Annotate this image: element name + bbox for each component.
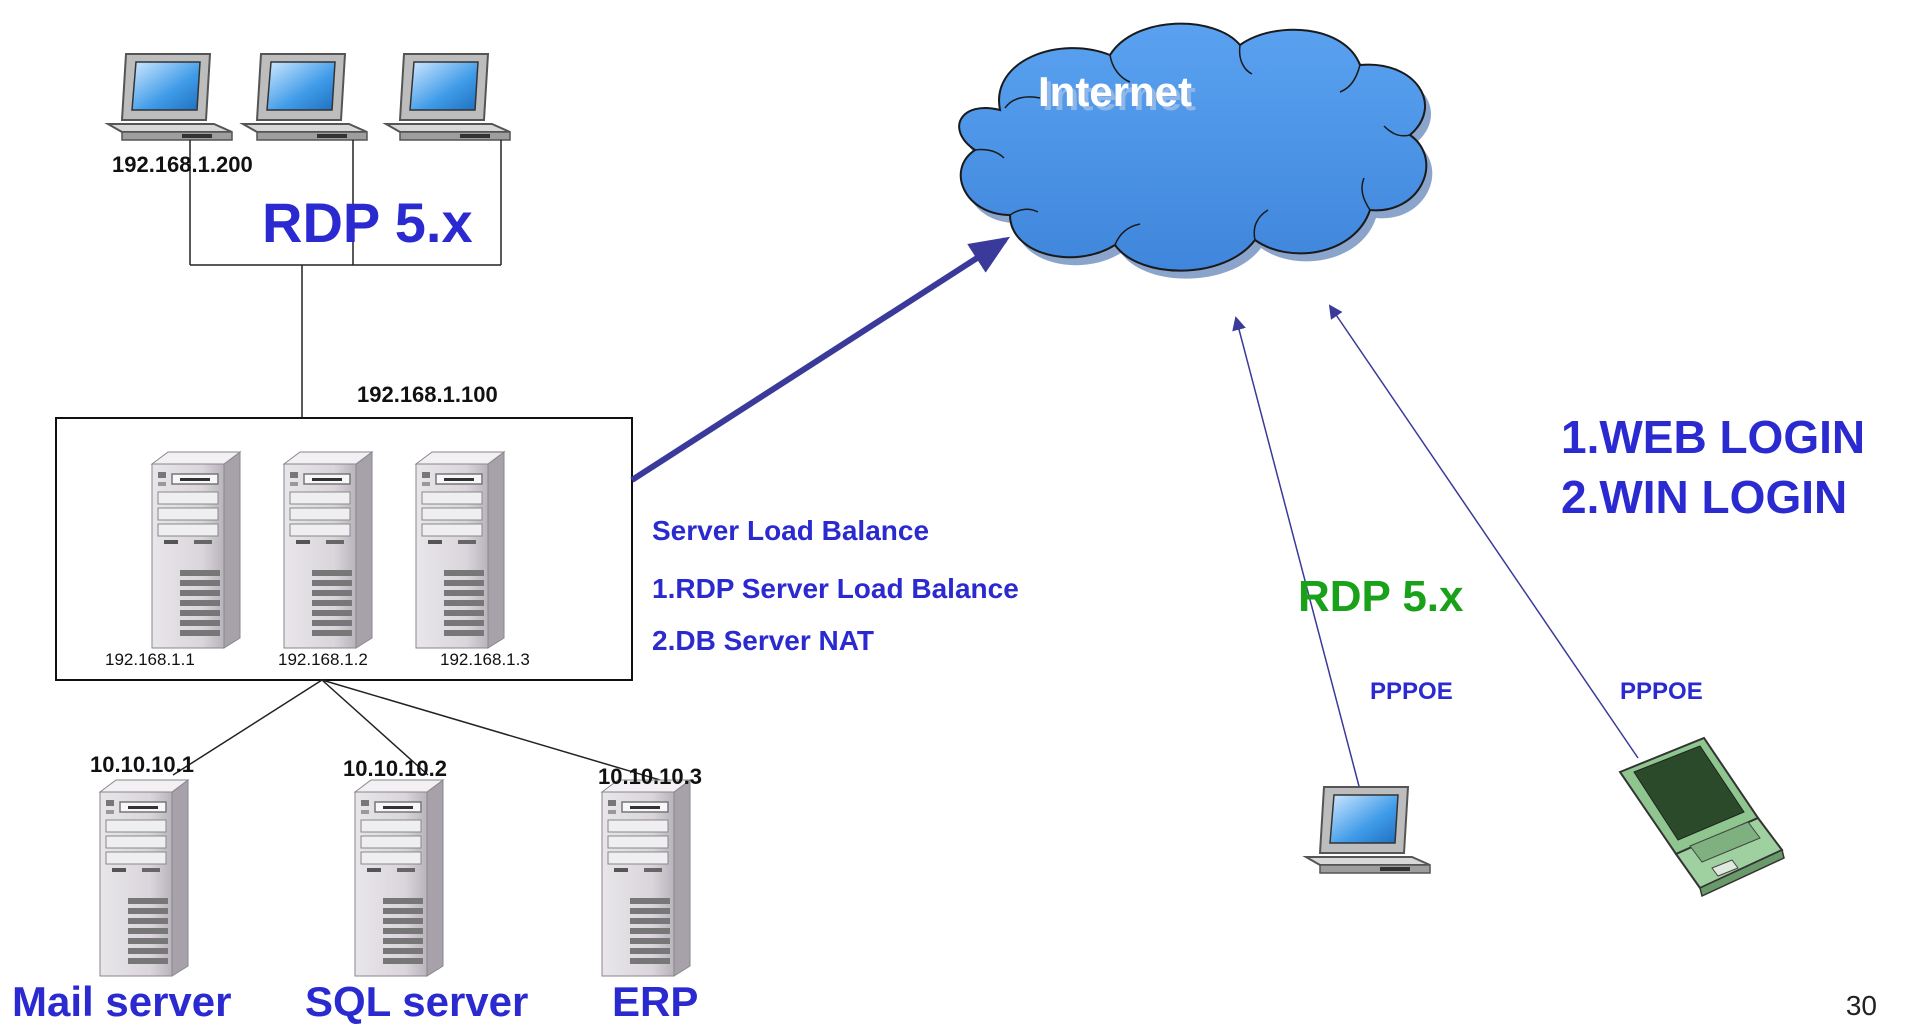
feature-item-1: 1.RDP Server Load Balance [652,573,1019,604]
sql-server-icon [354,779,444,977]
lb-server-2 [283,451,373,649]
lan-client-pc-3 [385,53,511,141]
internet-cloud-icon [958,22,1433,279]
lb-server-ip-2: 192.168.1.2 [278,650,368,669]
remote-laptop-icon [1618,736,1785,898]
server-to-internet-arrow [630,236,1011,483]
feature-item-2: 2.DB Server NAT [652,625,875,656]
lan-client-pc-2 [242,53,368,141]
page-number: 30 [1845,990,1877,1021]
server-farm-box [55,417,633,681]
features-title: Server Load Balance [652,515,930,546]
lb-server-ip-3: 192.168.1.3 [440,650,530,669]
erp-server-icon [601,779,691,977]
remote-pc-icon [1305,786,1431,874]
laptop-to-internet-arrow [1328,304,1639,759]
backend-links [172,679,661,781]
login-option-win: 2.WIN LOGIN [1561,471,1848,523]
lan-wiring [189,140,502,418]
gateway-ip: 192.168.1.100 [357,382,498,407]
sql-server-label: SQL server [305,978,529,1025]
lb-server-1 [151,451,241,649]
lb-server-3 [415,451,505,649]
lan-client-pc-1 [107,53,233,141]
backend-ip-1: 10.10.10.1 [90,752,194,777]
mail-server-icon [99,779,189,977]
lb-server-ip-1: 192.168.1.1 [105,650,195,669]
pppoe-label-laptop: PPPOE [1620,678,1703,705]
pppoe-label-pc: PPPOE [1370,678,1453,705]
internet-label: Internet [1038,68,1193,115]
erp-label: ERP [612,978,699,1025]
lan-client-ip: 192.168.1.200 [112,152,253,177]
lan-protocol-label: RDP 5.x [262,191,473,254]
mail-server-label: Mail server [12,978,232,1025]
pc-to-internet-arrow [1232,316,1361,791]
remote-protocol-label: RDP 5.x [1298,572,1464,621]
login-option-web: 1.WEB LOGIN [1561,411,1866,463]
backend-ip-2: 10.10.10.2 [343,756,447,781]
backend-ip-3: 10.10.10.3 [598,764,702,789]
